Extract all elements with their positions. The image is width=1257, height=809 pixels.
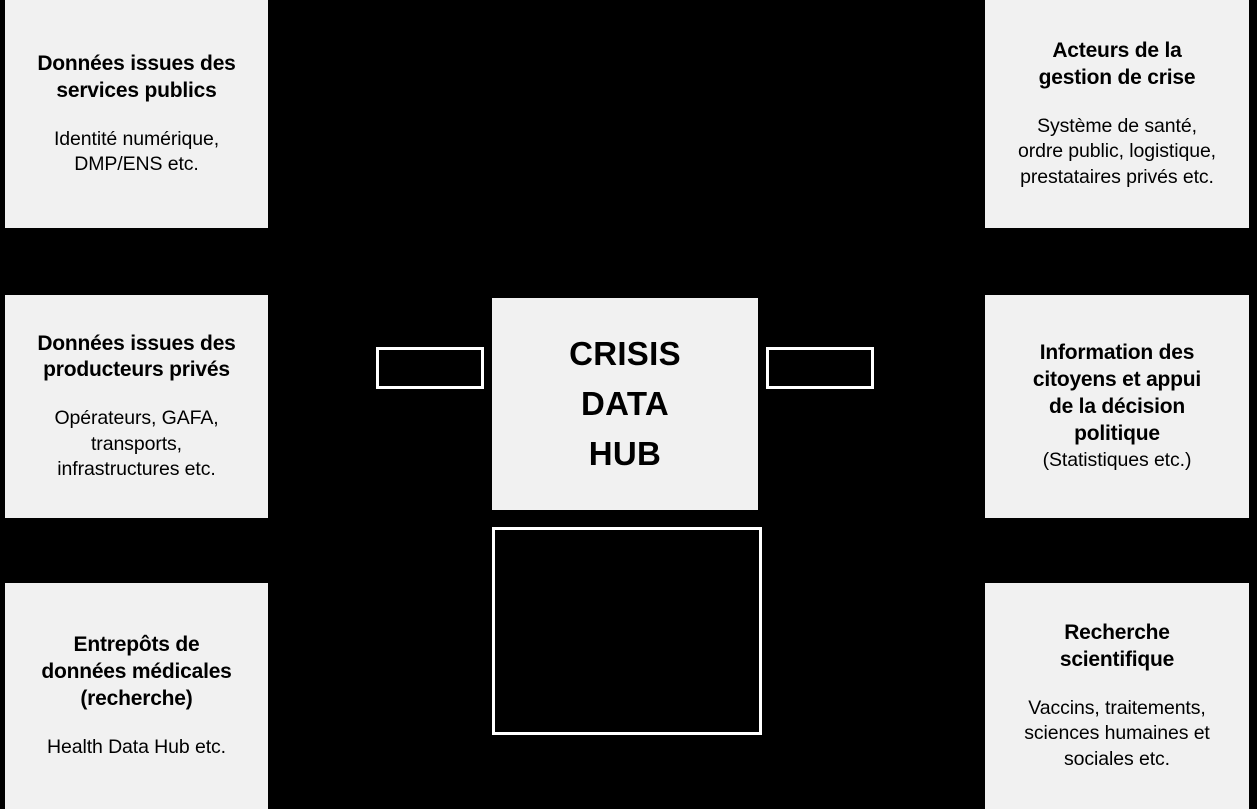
panel-subtitle: Vaccins, traitements, sciences humaines … (1024, 696, 1210, 770)
panel-public-services: Données issues des services publics Iden… (5, 0, 268, 228)
panel-subtitle: Opérateurs, GAFA, transports, infrastruc… (54, 407, 219, 481)
left-connector-box (376, 347, 484, 389)
panel-subtitle: Système de santé, ordre public, logistiq… (1017, 114, 1217, 188)
panel-crisis-actors: Acteurs de la gestion de crise Système d… (985, 0, 1249, 228)
panel-title: Information des citoyens et appui de la … (1032, 341, 1202, 445)
panel-title: Données issues des producteurs privés (37, 331, 236, 382)
hub-line-2: DATA (581, 384, 669, 422)
panel-title: Données issues des services publics (37, 51, 236, 102)
panel-title: Acteurs de la gestion de crise (1038, 39, 1196, 89)
panel-title: Entrepôts de données médicales (recherch… (41, 633, 232, 710)
panel-citizen-info: Information des citoyens et appui de la … (985, 295, 1249, 518)
crisis-data-hub-node: CRISIS DATA HUB (492, 298, 758, 510)
panel-subtitle: Identité numérique, DMP/ENS etc. (53, 127, 220, 175)
panel-subtitle: Health Data Hub etc. (46, 735, 226, 758)
panel-medical-warehouses: Entrepôts de données médicales (recherch… (5, 583, 268, 809)
hub-line-3: HUB (588, 435, 662, 473)
hub-line-1: CRISIS (569, 334, 681, 372)
panel-private-producers: Données issues des producteurs privés Op… (5, 295, 268, 518)
panel-title: Recherche scientifique (1059, 621, 1175, 671)
panel-subtitle: (Statistiques etc.) (1042, 448, 1192, 471)
bottom-connector-box (492, 527, 762, 735)
right-connector-box (766, 347, 874, 389)
panel-scientific-research: Recherche scientifique Vaccins, traiteme… (985, 583, 1249, 809)
